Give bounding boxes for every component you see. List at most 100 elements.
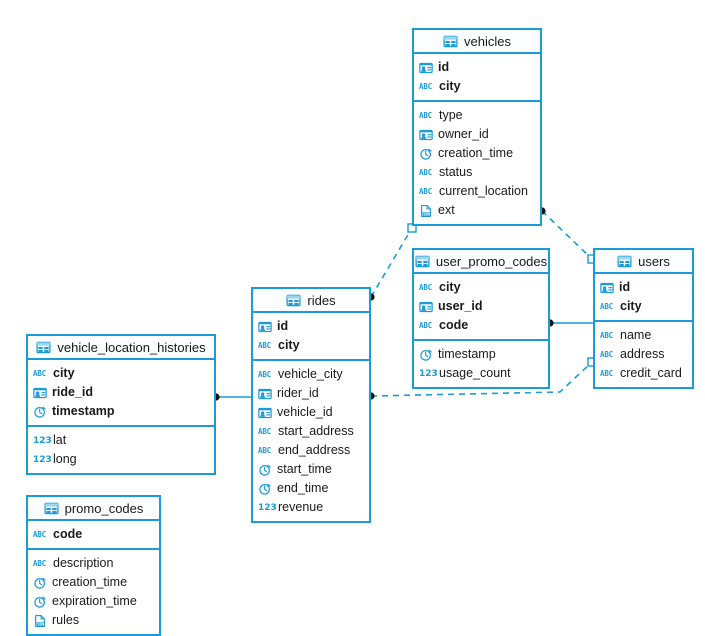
clock-icon [33,595,47,609]
field-row[interactable]: vehicle_id [253,403,369,422]
field-label: status [439,165,473,180]
field-label: owner_id [438,127,489,142]
field-row[interactable]: ABC status [414,163,540,182]
table-header-rides[interactable]: rides [253,289,369,313]
field-row[interactable]: ride_id [28,383,214,402]
field-label: credit_card [620,366,682,381]
table-icon [443,34,458,49]
clock-icon [419,147,433,161]
field-row[interactable]: id [253,317,369,336]
clock-icon [258,482,272,496]
table-icon [44,501,59,516]
field-label: timestamp [52,404,115,419]
abc-icon: ABC [258,445,271,455]
edge-user-promo-codes-to-users[interactable] [546,319,593,327]
table-title-label: rides [307,292,336,308]
abc-icon: ABC [33,368,46,378]
abc-icon: ABC [258,340,271,350]
field-label: end_address [278,443,351,458]
field-row[interactable]: end_time [253,479,369,498]
field-row[interactable]: id [595,278,692,297]
table-icon [617,254,632,269]
edge-rides-to-vehicles[interactable] [367,223,417,301]
field-label: city [278,338,300,353]
field-row[interactable]: ABC vehicle_city [253,365,369,384]
field-label: rider_id [277,386,319,401]
table-header-user_promo_codes[interactable]: user_promo_codes [414,250,548,274]
table-header-vehicles[interactable]: vehicles [414,30,540,54]
abc-icon: ABC [258,369,271,379]
field-row[interactable]: ABC end_address [253,441,369,460]
field-label: vehicle_city [278,367,343,382]
table-icon [286,293,301,308]
id-card-icon [600,281,614,295]
table-title-label: vehicles [464,33,511,49]
field-row[interactable]: creation_time [414,144,540,163]
field-label: description [53,556,114,571]
table-header-users[interactable]: users [595,250,692,274]
field-label: long [53,452,77,467]
field-label: start_time [277,462,332,477]
field-row[interactable]: ABC credit_card [595,364,692,383]
field-row[interactable]: timestamp [414,345,548,364]
field-label: id [438,60,450,75]
num-icon: 123 [33,454,52,465]
id-card-icon [419,61,433,75]
field-row[interactable]: expiration_time [28,592,159,611]
edge-vehicle-location-histories-to-rides[interactable] [212,393,251,401]
num-icon: 123 [33,435,52,446]
field-label: vehicle_id [277,405,333,420]
field-row[interactable]: ABC city [253,336,369,355]
id-card-icon [258,406,272,420]
field-row[interactable]: user_id [414,297,548,316]
field-label: expiration_time [52,594,137,609]
table-header-promo_codes[interactable]: promo_codes [28,497,159,521]
field-row[interactable]: rider_id [253,384,369,403]
id-card-icon [258,387,272,401]
field-label: current_location [439,184,528,199]
abc-icon: ABC [419,167,432,177]
field-row[interactable]: owner_id [414,125,540,144]
id-card-icon [33,386,47,400]
abc-icon: ABC [419,320,432,330]
table-header-vehicle_location_histories[interactable]: vehicle_location_histories [28,336,214,360]
table-title-label: users [638,253,670,269]
field-row[interactable]: timestamp [28,402,214,421]
abc-icon: ABC [600,368,613,378]
field-row[interactable]: start_time [253,460,369,479]
field-row[interactable]: creation_time [28,573,159,592]
field-row[interactable]: id [414,58,540,77]
field-label: rules [52,613,80,628]
field-label: usage_count [439,366,511,381]
